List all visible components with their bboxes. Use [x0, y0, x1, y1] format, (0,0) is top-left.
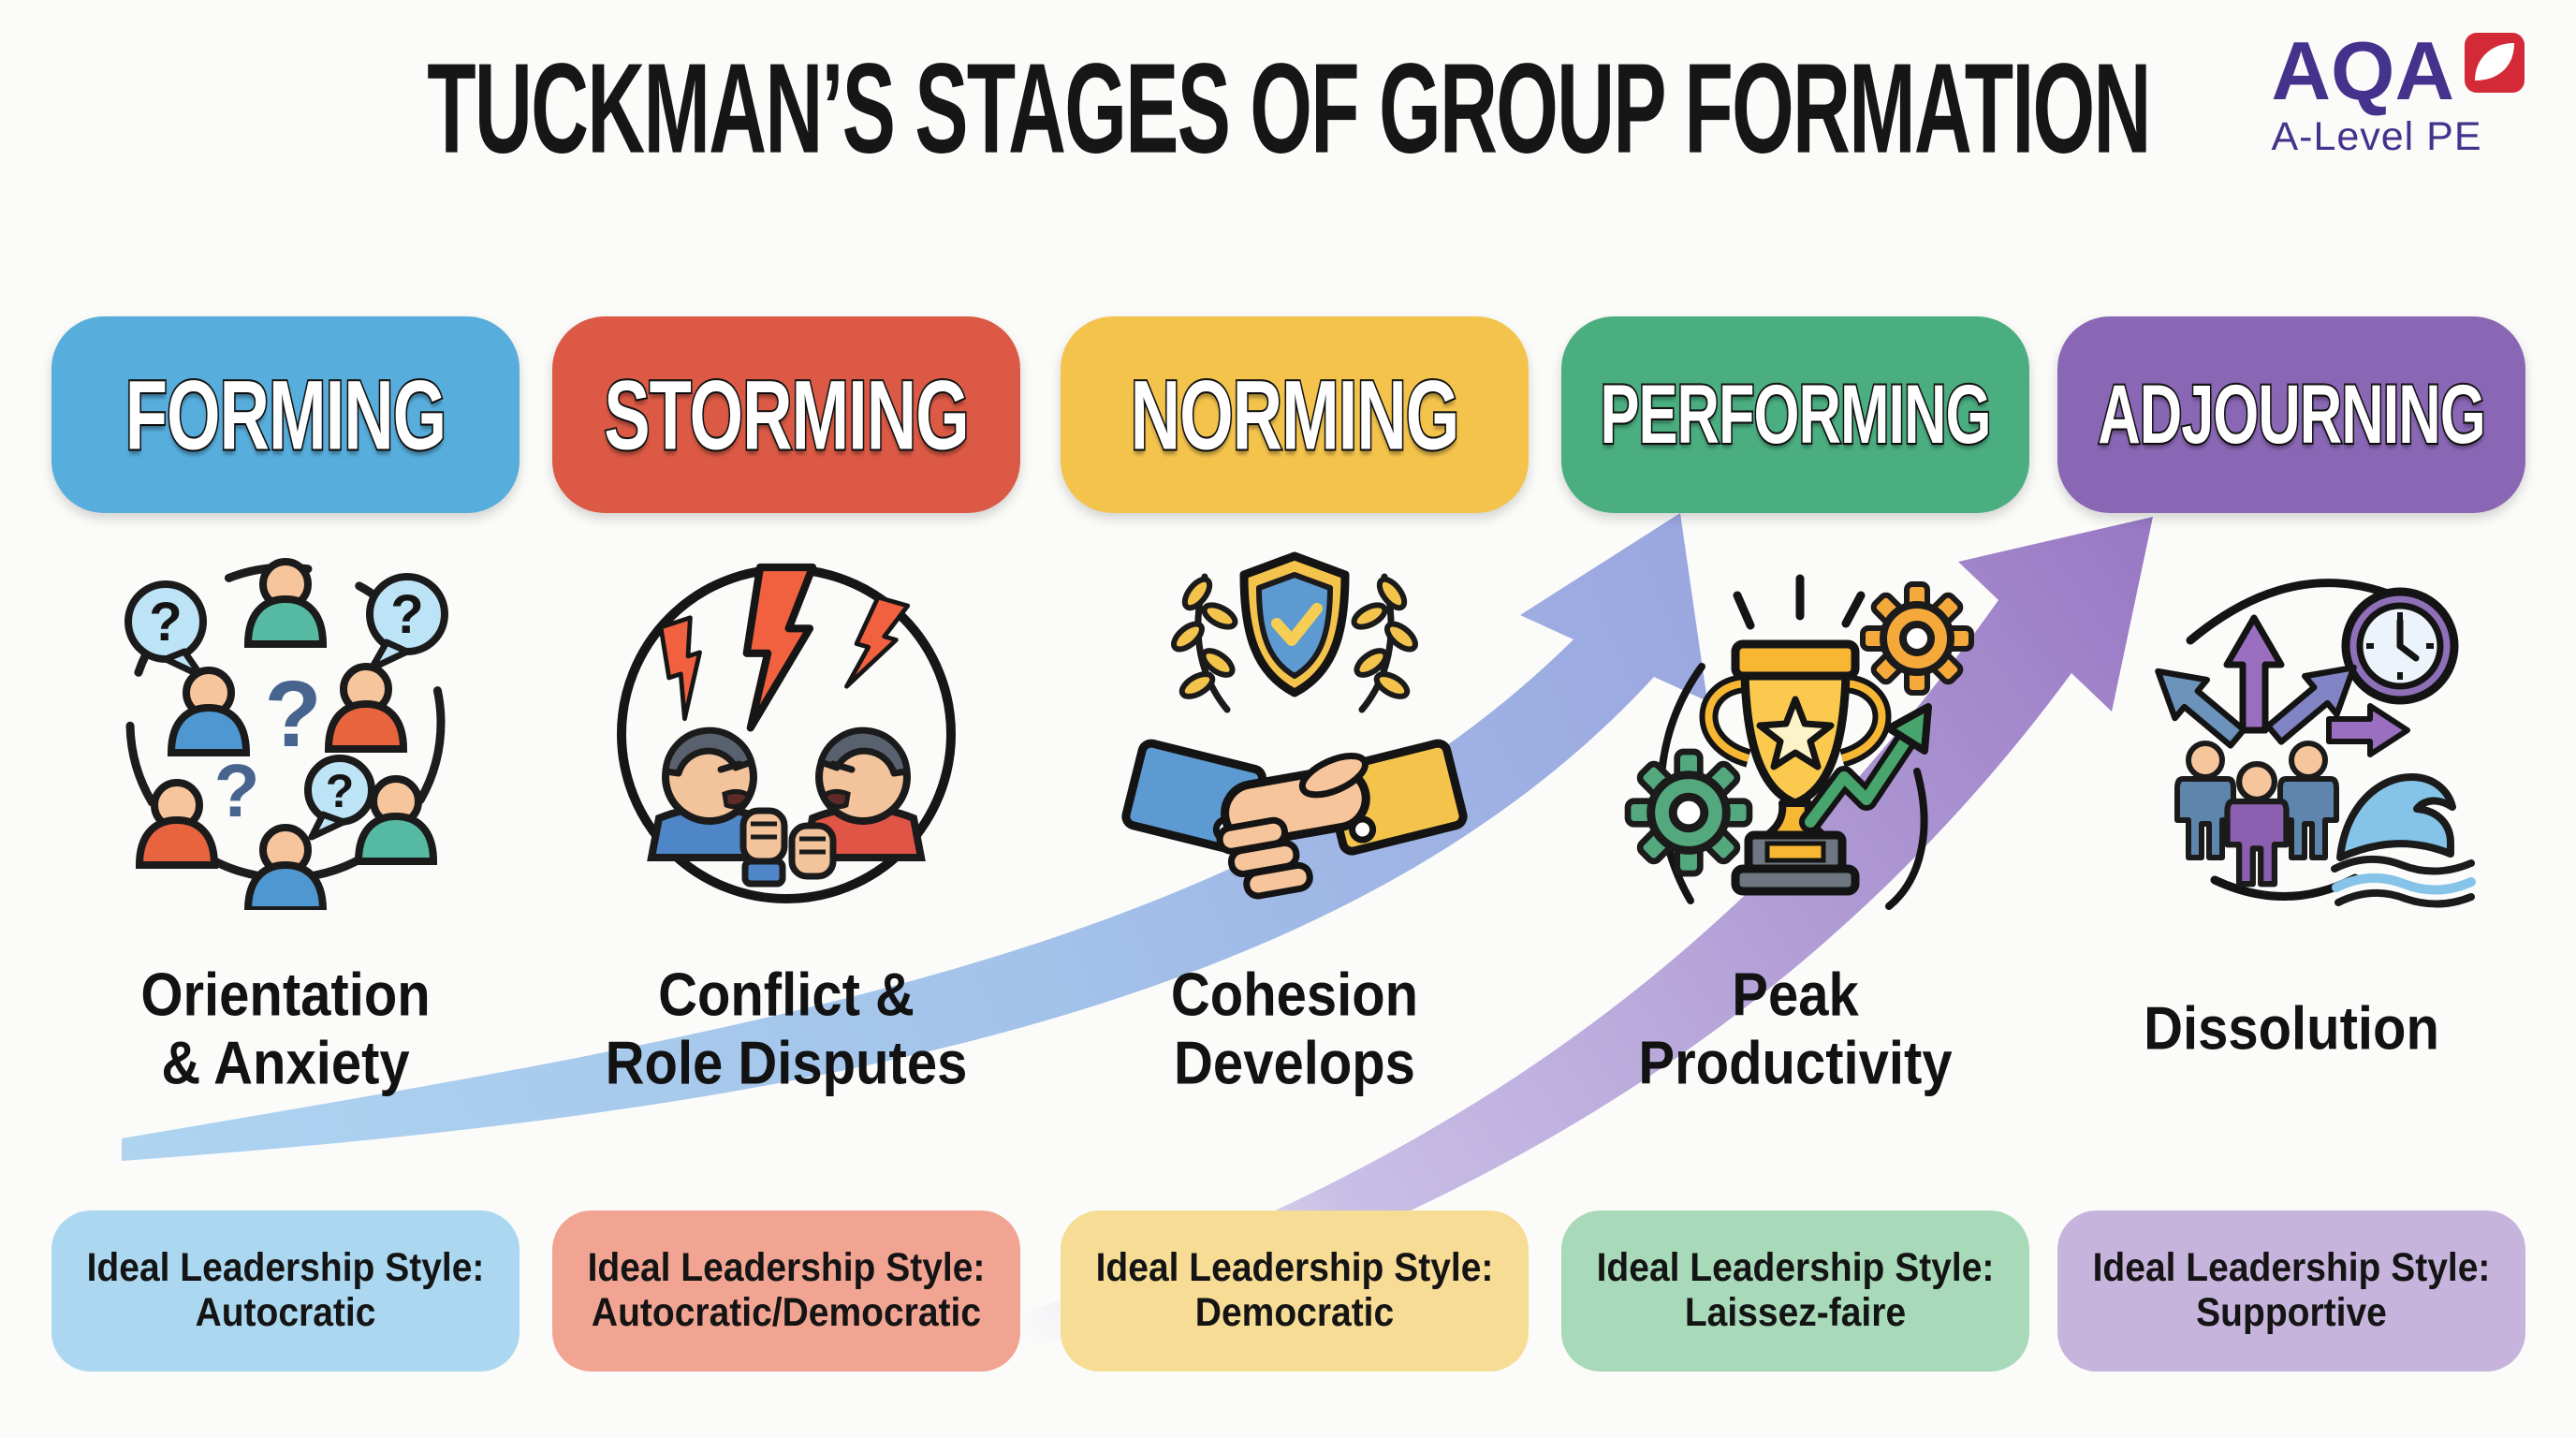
arc-line [2186, 579, 2397, 645]
person-glyph [354, 775, 438, 865]
svg-text:?: ? [390, 584, 423, 645]
description-line: Develops [1174, 1028, 1415, 1097]
arc-line [1885, 768, 1928, 910]
team-questions-icon: ? ? ? ? ? [98, 536, 473, 914]
leadership-box: Ideal Leadership Style: Supportive [2057, 1211, 2525, 1372]
question-bubble-icon: ? [366, 573, 448, 672]
stage-header-label: NORMING [1129, 358, 1461, 472]
handshake-agreement-icon [1107, 536, 1482, 910]
stage-column-adjourning: ADJOURNING [2057, 0, 2525, 1438]
person-glyph [324, 663, 408, 753]
lightning-bolt-icon [658, 563, 911, 732]
stage-header-forming: FORMING [51, 316, 520, 513]
person-glyph [243, 824, 328, 914]
shield-check-icon [1239, 551, 1350, 697]
right-arrow-icon [2326, 703, 2410, 757]
laurel-branch [1351, 573, 1418, 713]
arguing-person [647, 726, 772, 861]
aqa-logo-text: AQA [2271, 24, 2454, 117]
person-glyph [135, 779, 219, 869]
description-line: Orientation [140, 960, 431, 1029]
stage-column-storming: STORMING [552, 0, 1020, 1438]
brand-subtitle: A-Level PE [2271, 114, 2482, 159]
leadership-style: Supportive [2196, 1290, 2387, 1336]
page-title-text: TUCKMAN’S STAGES OF GROUP FORMATION [426, 37, 2151, 181]
stage-column-forming: FORMING ? ? ? [51, 0, 520, 1438]
stage-header-label: PERFORMING [1599, 366, 1993, 463]
leadership-style: Autocratic [195, 1290, 376, 1336]
purple-progress-arrow [1011, 517, 2153, 1353]
description-line: Cohesion [1170, 960, 1419, 1029]
question-mark: ? [214, 749, 260, 832]
leadership-label: Ideal Leadership Style: [1596, 1245, 1995, 1291]
leadership-style: Laissez-faire [1684, 1290, 1907, 1336]
svg-text:?: ? [326, 765, 355, 817]
leadership-style: Autocratic/Democratic [591, 1290, 982, 1336]
stage-column-performing: PERFORMING [1561, 0, 2029, 1438]
stage-description: Dissolution [2029, 932, 2554, 1124]
person-glyph [243, 558, 328, 648]
stage-header-adjourning: ADJOURNING [2057, 316, 2525, 513]
description-line: Peak [1732, 960, 1859, 1029]
trophy-productivity-icon [1608, 536, 1983, 910]
clasped-hands [1216, 752, 1370, 900]
stage-description: Peak Productivity [1533, 932, 2057, 1124]
dissolution-icon [2104, 536, 2479, 910]
stage-description: Cohesion Develops [1032, 932, 1557, 1124]
stage-header-performing: PERFORMING [1561, 316, 2029, 513]
leadership-style: Democratic [1194, 1290, 1395, 1336]
leadership-label: Ideal Leadership Style: [1095, 1245, 1494, 1291]
trophy-icon [1699, 639, 1892, 896]
description-line: Productivity [1638, 1028, 1953, 1097]
leadership-box: Ideal Leadership Style: Laissez-faire [1561, 1211, 2029, 1372]
person-figure [2277, 741, 2339, 860]
stage-description: Conflict & Role Disputes [524, 932, 1048, 1124]
leadership-label: Ideal Leadership Style: [587, 1245, 986, 1291]
leadership-label: Ideal Leadership Style: [2092, 1245, 2491, 1291]
brand-block: AQA A-Level PE [2271, 24, 2525, 160]
person-figure [2174, 741, 2236, 860]
conflict-argument-icon [599, 536, 973, 910]
stage-header-label: ADJOURNING [2097, 366, 2488, 463]
raised-fist [739, 807, 788, 888]
description-line: Conflict & [658, 960, 915, 1029]
person-glyph [167, 667, 251, 756]
description-line: Role Disputes [605, 1028, 968, 1097]
leadership-box: Ideal Leadership Style: Autocratic/Democ… [552, 1211, 1020, 1372]
question-bubble-icon: ? [304, 755, 375, 841]
stage-header-norming: NORMING [1061, 316, 1529, 513]
aqa-leaf-icon [2465, 33, 2525, 93]
clock-icon [2341, 587, 2459, 705]
stage-header-label: FORMING [124, 358, 447, 472]
sparkle-rays [1733, 574, 1866, 630]
person-figure [2224, 760, 2290, 888]
description-line: & Anxiety [161, 1028, 410, 1097]
leadership-label: Ideal Leadership Style: [86, 1245, 485, 1291]
gear-icon [1860, 581, 1974, 696]
gear-icon [1624, 748, 1753, 877]
question-mark: ? [264, 662, 321, 767]
raised-fist [788, 822, 837, 880]
laurel-branch [1171, 573, 1238, 713]
stage-header-label: STORMING [603, 358, 971, 472]
question-bubble-icon: ? [124, 580, 207, 680]
leadership-box: Ideal Leadership Style: Democratic [1061, 1211, 1529, 1372]
stage-header-storming: STORMING [552, 316, 1020, 513]
wave-icon [2331, 773, 2476, 908]
svg-text:?: ? [149, 592, 182, 653]
stage-column-norming: NORMING [1061, 0, 1529, 1438]
leadership-box: Ideal Leadership Style: Autocratic [51, 1211, 520, 1372]
description-line: Dissolution [2144, 994, 2439, 1063]
rising-arrow-icon [1799, 703, 1932, 833]
stage-description: Orientation & Anxiety [23, 932, 548, 1124]
page-title: TUCKMAN’S STAGES OF GROUP FORMATION [0, 36, 2576, 180]
